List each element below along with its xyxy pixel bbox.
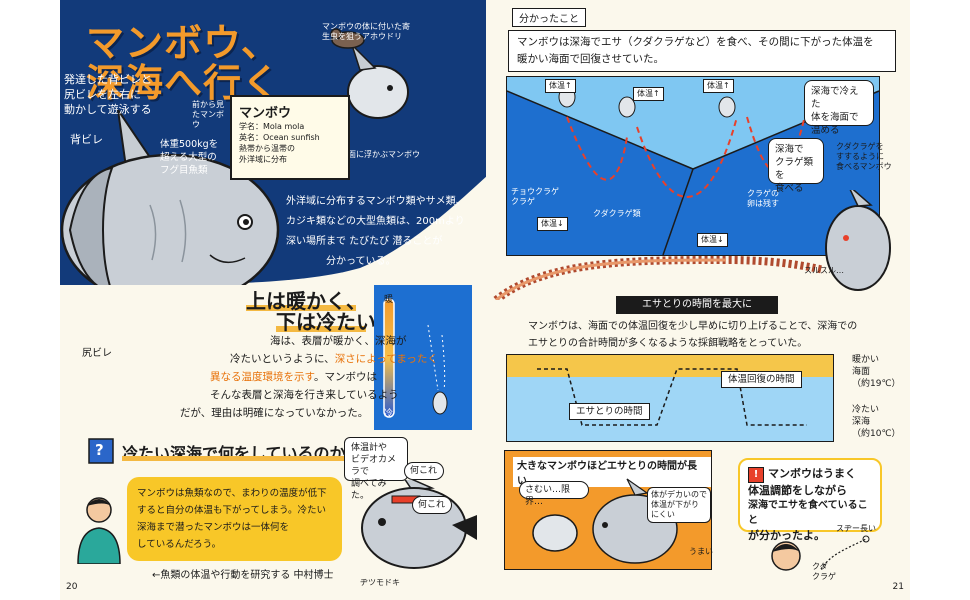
strategy-band: エサとりの時間を最大に bbox=[616, 296, 778, 314]
siphonophore-illustration bbox=[493, 190, 891, 300]
cold-heading: 下は冷たい bbox=[276, 310, 376, 334]
albatross-illustration bbox=[330, 28, 365, 49]
note-warm: 深海で冷えた 体を海面で 温める bbox=[804, 80, 874, 136]
slurp-label: スルスル… bbox=[804, 266, 844, 275]
species-card-title: マンボウ bbox=[239, 106, 292, 121]
front-view-label: 前から見たマンボウ bbox=[192, 100, 224, 129]
sunfish-illustration bbox=[60, 109, 280, 285]
tagged-sunfish bbox=[361, 480, 477, 569]
researcher-avatar-right bbox=[771, 541, 801, 571]
dorsal-fin-label: 背ビレ bbox=[70, 133, 103, 146]
what-bubble-1: 何これ bbox=[404, 462, 444, 480]
question-mark: ? bbox=[95, 441, 104, 459]
strategy-text: マンボウは、海面での体温回復を少し早めに切り上げることで、深海での エサとりの合… bbox=[528, 321, 858, 349]
temp-up-3: 体温↑ bbox=[703, 79, 734, 93]
intro-text: 外洋域に分布するマンボウ類やサメ類、 カジキ類などの大型魚類は、200mより 深… bbox=[286, 196, 466, 267]
size-comparison-panel: 大きなマンボウほどエサとりの時間が長い。 さむい…限界… 体がデカいので 体温が… bbox=[504, 450, 713, 570]
researcher-avatar bbox=[77, 497, 121, 564]
species-card: マンボウ 学名：Mola mola 英名：Ocean sunfish 熱帯から温… bbox=[230, 95, 350, 180]
warm-underline bbox=[246, 305, 356, 311]
logger-bubble: 体温計や ビデオカメラで 調べてみた。 bbox=[344, 437, 408, 501]
question-box: ? bbox=[88, 438, 114, 464]
note-eat: 深海で クラゲ類を 食べる bbox=[768, 138, 824, 194]
researcher-speech: マンボウは魚類なので、まわりの温度が低下 すると自分の体温も下がってしまう。冷た… bbox=[127, 477, 342, 561]
left-page: マンボウ、 深海へ行く マンボウの体に付いた寄生虫を狙うアホウドリ 発達した背ビ… bbox=[60, 0, 488, 600]
temp-up-2: 体温↑ bbox=[633, 87, 664, 101]
findings-box: マンボウは深海でエサ（クダクラゲなど）を食べ、その間に下がった体温を 暖かい海面… bbox=[508, 30, 896, 72]
findings-tag: 分かったこと bbox=[512, 8, 586, 27]
temp-down-1: 体温↓ bbox=[537, 217, 568, 231]
cold-temp-label: 冷たい 深海 （約10℃） bbox=[852, 405, 901, 439]
depth-panel: 暖 冷 bbox=[374, 285, 472, 430]
body-text: 海は、表層が暖かく、深海が 冷たいというように、深さによってまったく 異なる温度… bbox=[180, 335, 438, 419]
title-line-1: マンボウ、 bbox=[86, 21, 280, 65]
gauge-cold: 冷 bbox=[384, 409, 394, 419]
tired-bubble: さむい…限界… bbox=[519, 481, 589, 507]
kuda-label: クダクラゲ類 bbox=[593, 209, 641, 218]
what-bubble-2: 何これ bbox=[412, 496, 452, 514]
note-suck: クダクラゲを すするように 食べるマンボウ bbox=[836, 142, 892, 171]
warm-temp-label: 暖かい 海面 （約19℃） bbox=[852, 355, 901, 389]
recover-time-label: 体温回復の時間 bbox=[721, 371, 802, 388]
surface-sunfish bbox=[347, 44, 409, 119]
temp-down-2: 体温↓ bbox=[697, 233, 728, 247]
egg-label: クラゲの 卵は残す bbox=[747, 189, 779, 208]
right-page: 分かったこと マンボウは深海でエサ（クダクラゲなど）を食べ、その間に下がった体温… bbox=[486, 0, 910, 600]
chikura-label: チョウクラゲ クラゲ bbox=[511, 187, 559, 206]
conclusion-box: !マンボウはうまく 体温調節をしながら 深海でエサを食べていること が分かったよ… bbox=[738, 458, 882, 542]
anal-fin-label: 尻ビレ bbox=[82, 348, 112, 359]
gauge-warm: 暖 bbox=[384, 295, 394, 305]
temp-up-1: 体温↑ bbox=[545, 79, 576, 93]
big-body-bubble: 体がデカいので 体温が下がり にくい bbox=[647, 487, 711, 523]
feed-time-label: エサとりの時間 bbox=[569, 403, 650, 420]
page-number-right: 21 bbox=[892, 582, 904, 592]
siphonophore-small bbox=[820, 535, 870, 570]
bird-note: マンボウの体に付いた寄生虫を狙うアホウドリ bbox=[322, 22, 410, 41]
warm-heading: 上は暖かく、 bbox=[246, 289, 366, 313]
exclamation-icon: ! bbox=[748, 467, 764, 483]
fish-label: ヂツモドキ bbox=[360, 578, 400, 587]
kudakurage-label: クダ クラゲ bbox=[812, 562, 836, 581]
fin-note: 発達した背ビレと 尻ビレを左右に 動かして遊泳する bbox=[64, 73, 152, 116]
researcher-caption: ←魚類の体温や行動を研究する 中村博士 bbox=[152, 570, 334, 581]
size-note: 体重500kgを 超える大型の フグ目魚類 bbox=[160, 139, 219, 176]
suzu-label: スヂー長い bbox=[836, 524, 876, 533]
surface-note: 海面に浮かぶマンボウ bbox=[340, 150, 420, 159]
page-number-left: 20 bbox=[66, 582, 78, 592]
yum-label: うまい bbox=[689, 547, 713, 556]
cold-underline bbox=[276, 326, 366, 332]
question-underline bbox=[122, 456, 362, 461]
route-diagram: 体温回復の時間 エサとりの時間 bbox=[506, 354, 834, 442]
